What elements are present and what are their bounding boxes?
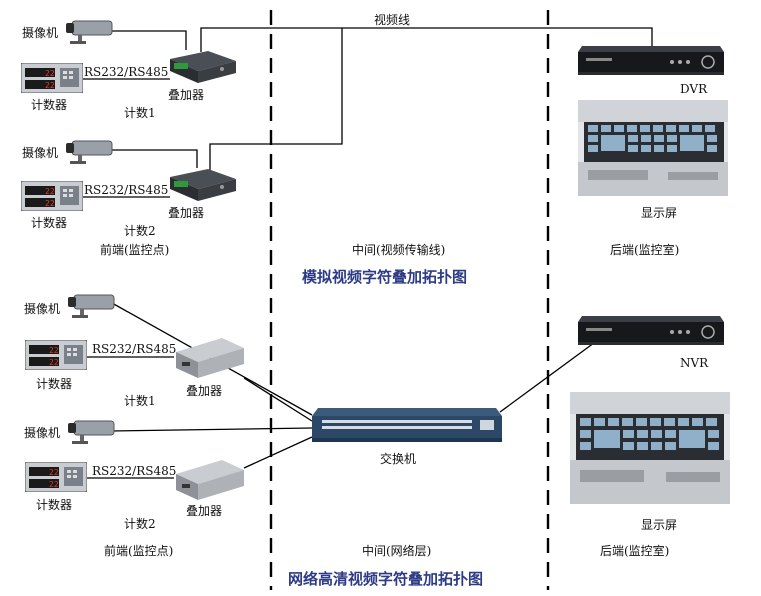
video-line-camera2 [112, 149, 198, 168]
count-label: 计数2 [124, 517, 156, 531]
camera-icon [66, 140, 113, 164]
dvr-recorder-icon [578, 46, 724, 75]
back-end-label: 后端(监控室) [610, 243, 680, 257]
nvr-recorder-icon [578, 316, 724, 345]
net-line-overlay1 [243, 377, 313, 422]
serial-label: RS232/RS485 [84, 65, 169, 79]
display-wall-image [578, 100, 728, 196]
count-label: 计数2 [124, 224, 156, 238]
camera-label: 摄像机 [24, 302, 61, 316]
overlay-label: 叠加器 [168, 88, 205, 102]
overlay-label: 叠加器 [186, 384, 223, 398]
diagram-title: 网络高清视频字符叠加拓扑图 [288, 570, 484, 588]
camera-icon [68, 294, 115, 318]
overlay-label: 叠加器 [186, 504, 223, 518]
camera-label: 摄像机 [22, 26, 59, 40]
counter-readout: 22 [49, 346, 59, 355]
video-line-overlay1-out [200, 27, 653, 52]
camera-label: 摄像机 [24, 426, 61, 440]
overlay-device-icon [170, 169, 236, 201]
switch-label: 交换机 [380, 452, 417, 466]
front-end-label: 前端(监控点) [104, 544, 174, 558]
counter-readout: 22 [45, 187, 55, 196]
counter-readout: 22 [45, 199, 55, 208]
counter-label: 计数器 [31, 98, 68, 112]
net-line-camera2 [111, 427, 313, 432]
counter-readout: 22 [45, 69, 55, 78]
display-label: 显示屏 [641, 518, 678, 532]
counter-label: 计数器 [36, 377, 73, 391]
serial-label: RS232/RS485 [84, 183, 169, 197]
camera-icon [68, 420, 115, 444]
overlay-device-icon [176, 338, 244, 378]
middle-label: 中间(网络层) [362, 544, 432, 558]
serial-label: RS232/RS485 [92, 464, 177, 478]
counter-label: 计数器 [36, 498, 73, 512]
counter-readout: 22 [45, 81, 55, 90]
counter-device-icon: 22 22 [25, 340, 87, 370]
net-line-nvr [499, 339, 599, 413]
video-line-overlay2-out [209, 28, 343, 170]
display-wall-image [570, 392, 730, 504]
recorder-label: DVR [680, 82, 708, 96]
serial-label: RS232/RS485 [92, 342, 177, 356]
camera-label: 摄像机 [22, 146, 59, 160]
count-label: 计数1 [124, 394, 156, 408]
counter-label: 计数器 [31, 216, 68, 230]
back-end-label: 后端(监控室) [600, 544, 670, 558]
count-label: 计数1 [124, 106, 156, 120]
middle-label: 中间(视频传输线) [352, 243, 446, 257]
camera-icon [66, 20, 113, 44]
video-line-camera1 [112, 30, 187, 50]
counter-device-icon: 22 22 [21, 181, 83, 211]
net-line-overlay2 [243, 436, 313, 469]
front-end-label: 前端(监控点) [100, 243, 170, 257]
counter-readout: 22 [49, 480, 59, 489]
overlay-label: 叠加器 [168, 206, 205, 220]
overlay-device-icon [170, 51, 236, 83]
overlay-device-icon [176, 460, 244, 500]
counter-readout: 22 [49, 358, 59, 367]
counter-readout: 22 [49, 468, 59, 477]
network-switch-icon [312, 408, 502, 442]
display-label: 显示屏 [641, 206, 678, 220]
counter-device-icon: 22 22 [21, 63, 83, 93]
recorder-label: NVR [680, 356, 709, 370]
counter-device-icon: 22 22 [25, 462, 87, 492]
diagram-title: 模拟视频字符叠加拓扑图 [302, 268, 468, 286]
video-line-label: 视频线 [374, 13, 411, 27]
